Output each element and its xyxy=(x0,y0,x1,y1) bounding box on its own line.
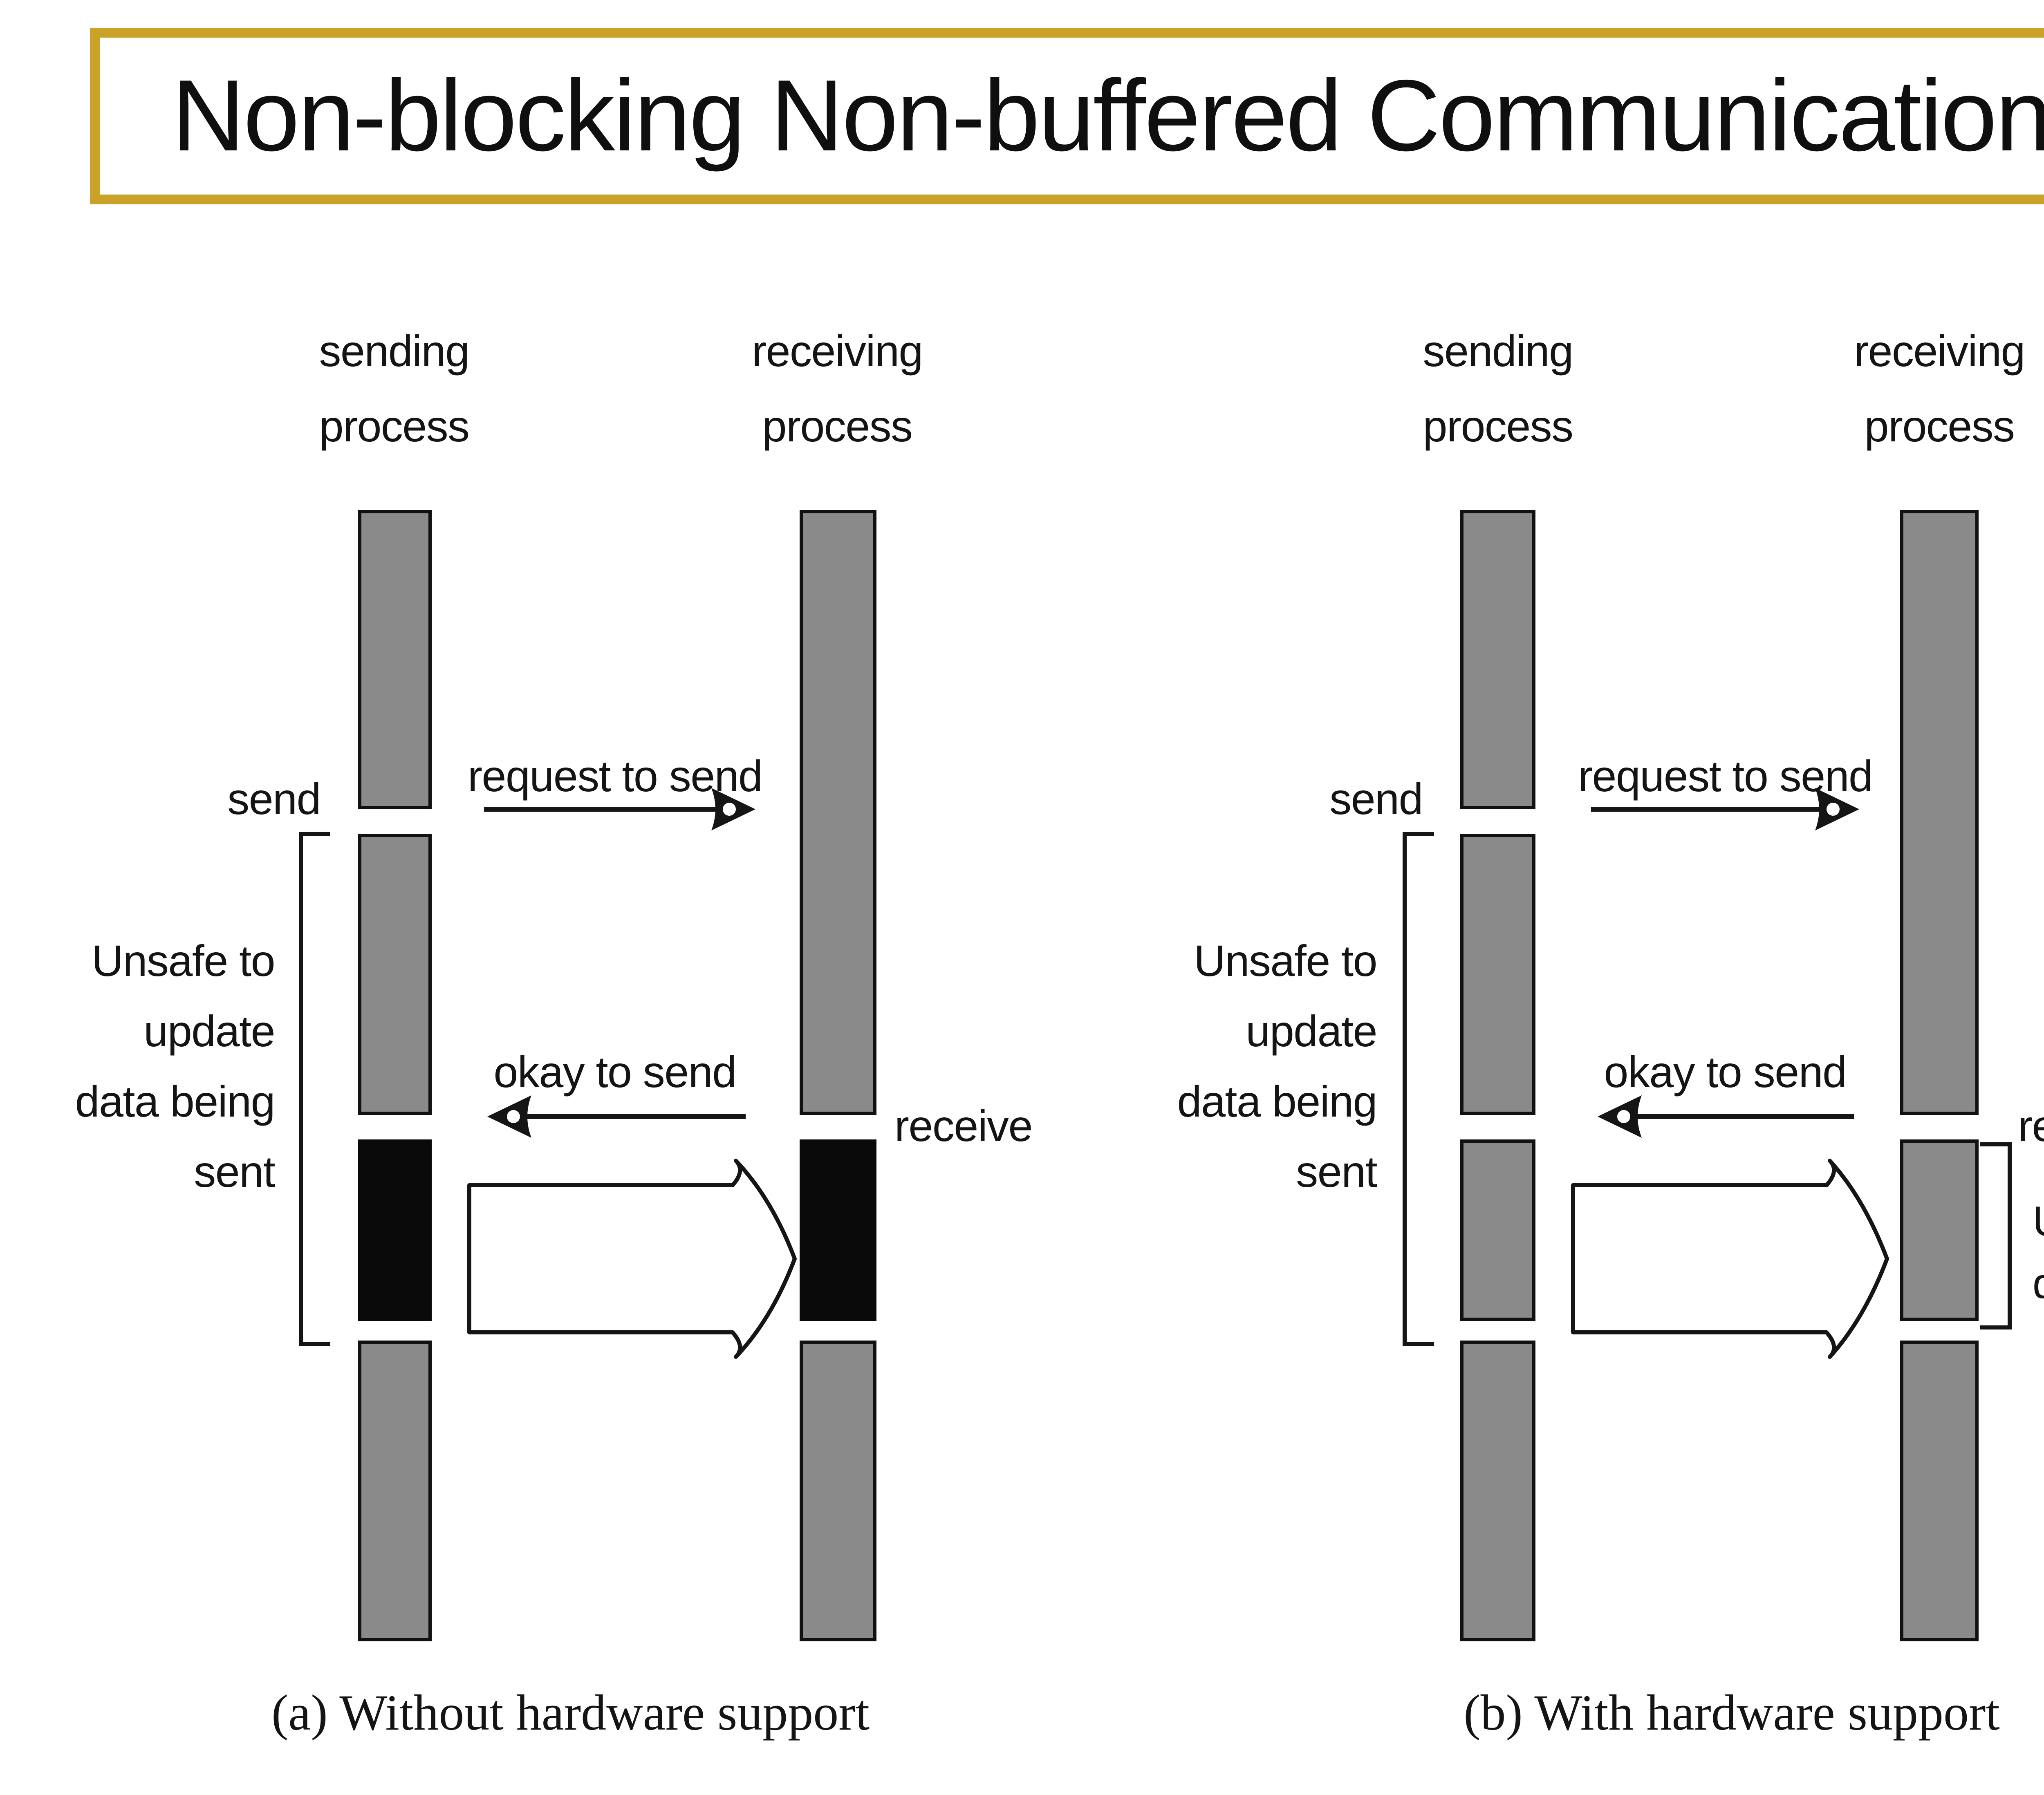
b-unsafe-read-line1: Unsafe to read xyxy=(2033,1190,2044,1252)
a-unsafe-line2: update xyxy=(143,1007,275,1056)
a-request-arrowhead-hole xyxy=(723,803,736,816)
a-data-arrow xyxy=(467,1159,797,1359)
b-receiving-bar-unsafe-segment xyxy=(1900,1139,1979,1321)
a-caption: (a) Without hardware support xyxy=(271,1684,870,1741)
b-unsafe-update-bracket xyxy=(1403,832,1434,1346)
b-okay-to-send-label: okay to send xyxy=(1604,1048,1847,1097)
a-receiving-process-label: receiving process xyxy=(682,314,993,464)
b-sending-bar-segment xyxy=(1460,510,1535,809)
a-okay-arrowhead-hole xyxy=(507,1110,520,1123)
b-sending-bar-segment xyxy=(1460,834,1535,1115)
b-sending-process-line2: process xyxy=(1423,402,1574,451)
b-sending-process-line1: sending xyxy=(1423,327,1573,376)
b-unsafe-line2: update xyxy=(1246,1007,1377,1056)
b-receiving-bar-segment xyxy=(1900,510,1979,1115)
b-request-arrowhead-hole xyxy=(1827,803,1840,816)
a-unsafe-bracket xyxy=(299,832,330,1346)
slide-title: Non-blocking Non-buffered Communication xyxy=(172,60,2044,172)
b-unsafe-line4: sent xyxy=(1296,1148,1377,1197)
b-receiving-process-line1: receiving xyxy=(1854,327,2025,376)
b-caption: (b) With hardware support xyxy=(1464,1684,2000,1741)
a-unsafe-line4: sent xyxy=(194,1148,275,1197)
b-unsafe-line3: data being xyxy=(1177,1077,1378,1126)
a-sending-process-line2: process xyxy=(319,402,470,451)
b-unsafe-read-line2: data being received xyxy=(2033,1252,2044,1314)
a-okay-to-send-label: okay to send xyxy=(493,1048,737,1097)
b-receiving-process-label: receiving process xyxy=(1784,314,2044,464)
b-okay-arrowhead-hole xyxy=(1617,1110,1630,1123)
a-sending-bar-segment xyxy=(358,834,432,1115)
b-unsafe-read-bracket xyxy=(1980,1142,2012,1329)
a-sending-process-label: sending process xyxy=(239,314,549,464)
b-receive-label: receive xyxy=(2018,1102,2044,1151)
a-unsafe-line3: data being xyxy=(75,1077,276,1126)
b-send-label: send xyxy=(1329,775,1423,824)
b-sending-bar-segment xyxy=(1460,1341,1535,1641)
title-box: Non-blocking Non-buffered Communication xyxy=(90,28,2044,204)
a-receiving-process-line2: process xyxy=(762,402,913,451)
a-sending-bar-unsafe-segment xyxy=(358,1139,432,1321)
a-unsafe-line1: Unsafe to xyxy=(92,937,275,986)
b-sending-process-label: sending process xyxy=(1342,314,1653,464)
b-sending-bar-segment xyxy=(1460,1139,1535,1321)
b-receiving-process-line2: process xyxy=(1864,402,2015,451)
a-receiving-bar-segment xyxy=(800,1341,876,1641)
a-receiving-process-line1: receiving xyxy=(752,327,923,376)
b-receiving-bar-segment xyxy=(1900,1341,1979,1641)
a-receive-label: receive xyxy=(894,1102,1033,1151)
a-unsafe-update-label: Unsafe to update data being sent xyxy=(33,927,276,1208)
a-sending-bar-segment xyxy=(358,510,432,809)
a-sending-process-line1: sending xyxy=(319,327,470,376)
b-data-arrow xyxy=(1571,1159,1889,1359)
a-receiving-bar-unsafe-segment xyxy=(800,1139,876,1321)
a-send-label: send xyxy=(227,775,321,824)
b-unsafe-update-label: Unsafe to update data being sent xyxy=(1135,927,1378,1208)
b-unsafe-read-label: Unsafe to read data being received xyxy=(2033,1190,2044,1314)
a-sending-bar-segment xyxy=(358,1341,432,1641)
b-unsafe-line1: Unsafe to xyxy=(1194,937,1377,986)
a-receiving-bar-segment xyxy=(800,510,876,1115)
